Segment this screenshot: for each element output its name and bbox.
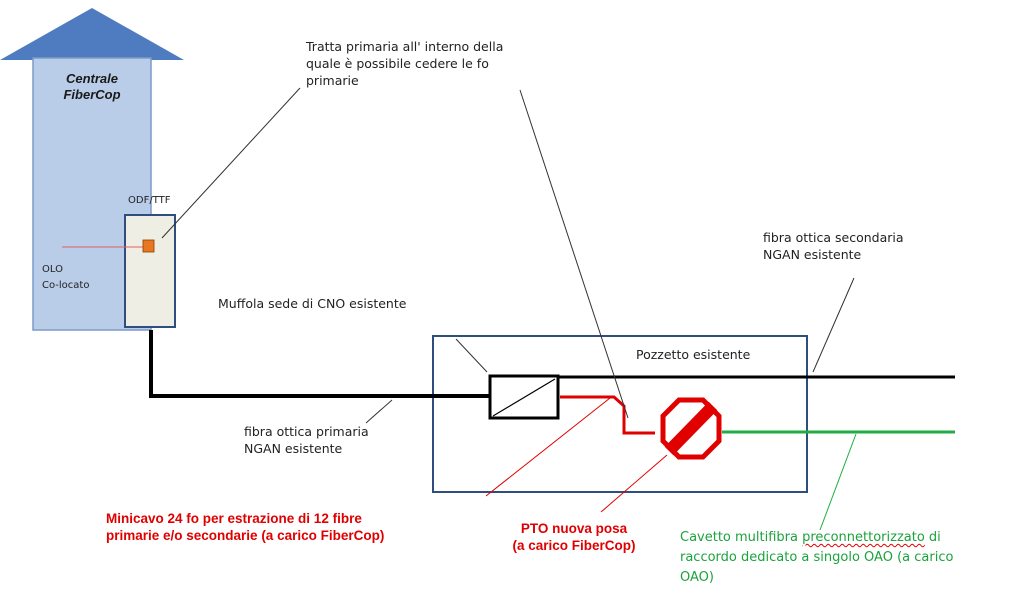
odf-label: ODF/TTF [128, 195, 171, 206]
drop-cable-line3: OAO) [680, 570, 714, 585]
olo-label: OLO Co-locato [42, 262, 89, 294]
leader-pto-red [600, 454, 668, 513]
leader-minicable-red [485, 397, 611, 497]
drop-cable-line1-word: preconnettorizzato [802, 530, 925, 545]
primary-section-line3: primarie [306, 73, 359, 88]
central-office-label: Centrale FiberCop [63, 71, 120, 103]
manhole-label: Pozzetto esistente [636, 347, 751, 362]
secondary-fiber-line1: fibra ottica secondaria [763, 230, 904, 245]
pto-line1: PTO nuova posa [520, 521, 628, 536]
primary-fiber-line1: fibra ottica primaria [244, 424, 369, 439]
pto-line2: (a carico FiberCop) [512, 538, 636, 553]
odf-port [142, 239, 155, 253]
primary-section-line1: Tratta primaria all' interno della [306, 39, 504, 54]
splice-closure-diagonal [492, 378, 556, 417]
minicable-line [560, 395, 655, 435]
leader-primary-fiber [365, 399, 393, 424]
manhole-box [432, 335, 808, 493]
primary-section-line2: quale è possibile cedere le fo [306, 56, 489, 71]
drop-cable-line2: raccordo dedicato a singolo OAO (a caric… [680, 550, 954, 565]
odf-cabinet [124, 214, 176, 328]
leader-secondary-fiber [812, 277, 855, 373]
pto-diagonal [664, 401, 718, 456]
pto-label: PTO nuova posa (a carico FiberCop) [512, 520, 635, 554]
leader-primary-section [161, 87, 301, 239]
secondary-fiber-line2: NGAN esistente [763, 247, 862, 262]
minicable-label: Minicavo 24 fo per estrazione di 12 fibr… [106, 510, 384, 544]
central-office-label-line1: Centrale [65, 71, 119, 86]
splice-closure-label: Muffola sede di CNO esistente [218, 296, 407, 311]
secondary-fiber-label: fibra ottica secondaria NGAN esistente [763, 229, 904, 263]
drop-cable-label: Cavetto multifibra preconnettorizzato di… [680, 528, 953, 588]
primary-section-label: Tratta primaria all' interno della quale… [306, 38, 503, 89]
olo-label-line2: Co-locato [42, 280, 90, 291]
leader-to-minicable [519, 89, 629, 419]
minicable-line2: primarie e/o secondarie (a carico FiberC… [106, 528, 385, 543]
primary-fiber-line2: NGAN esistente [244, 441, 343, 456]
drop-cable-line1-suffix: di [924, 530, 941, 545]
minicable-line1: Minicavo 24 fo per estrazione di 12 fibr… [106, 511, 362, 526]
leader-splice-closure [455, 338, 488, 373]
central-office-label-line2: FiberCop [63, 87, 121, 102]
leader-drop-cable-green [819, 433, 857, 531]
primary-fiber-label: fibra ottica primaria NGAN esistente [244, 423, 369, 457]
drop-cable-line1-prefix: Cavetto multifibra [680, 530, 803, 545]
olo-label-line1: OLO [42, 264, 63, 275]
primary-fiber-line [149, 330, 490, 398]
central-office-roof [0, 8, 184, 60]
